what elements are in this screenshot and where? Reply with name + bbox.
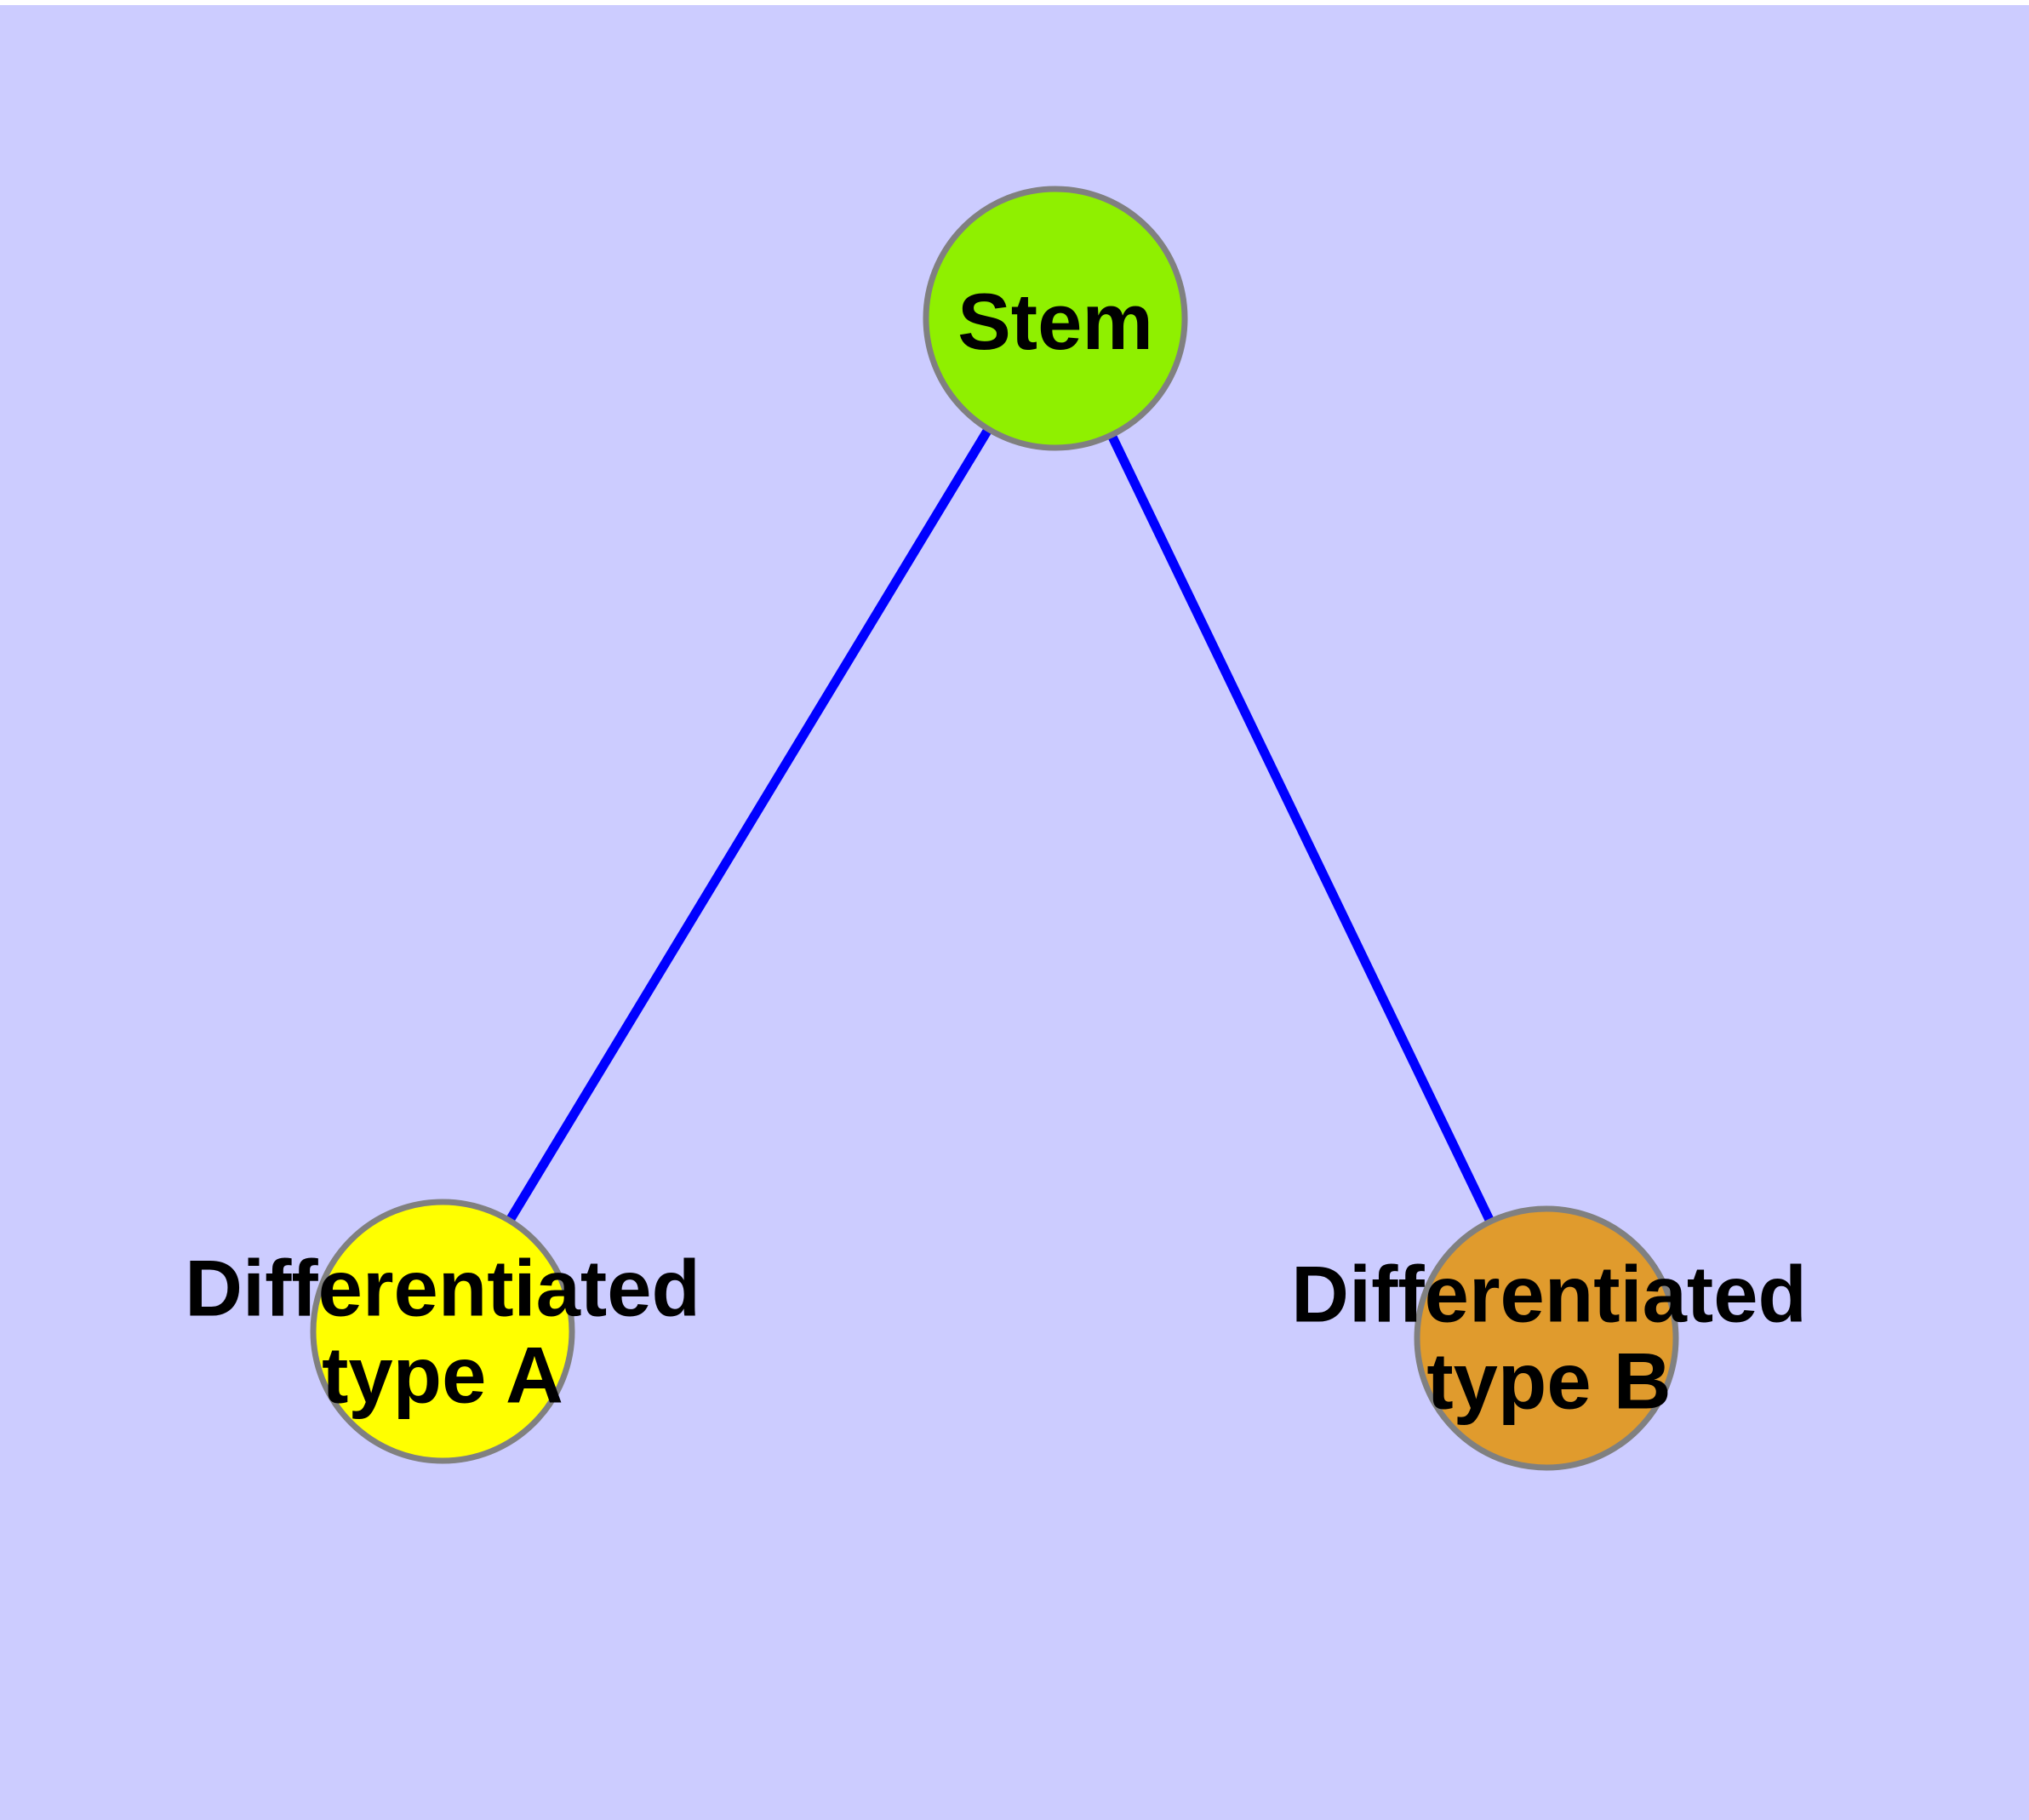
- stem-node-label: Stem: [957, 276, 1153, 366]
- edge-stem-to-type-a: [438, 316, 1060, 1334]
- type-a-node-label: Differentiated type A: [185, 1243, 700, 1420]
- type-a-node-circle: [310, 1199, 575, 1464]
- type-b-node-circle: [1414, 1205, 1679, 1471]
- edge-stem-to-type-b: [1051, 316, 1551, 1341]
- top-margin-strip: [0, 0, 2029, 5]
- stem-node-circle: [923, 186, 1188, 451]
- type-b-node-label: Differentiated type B: [1291, 1249, 1807, 1426]
